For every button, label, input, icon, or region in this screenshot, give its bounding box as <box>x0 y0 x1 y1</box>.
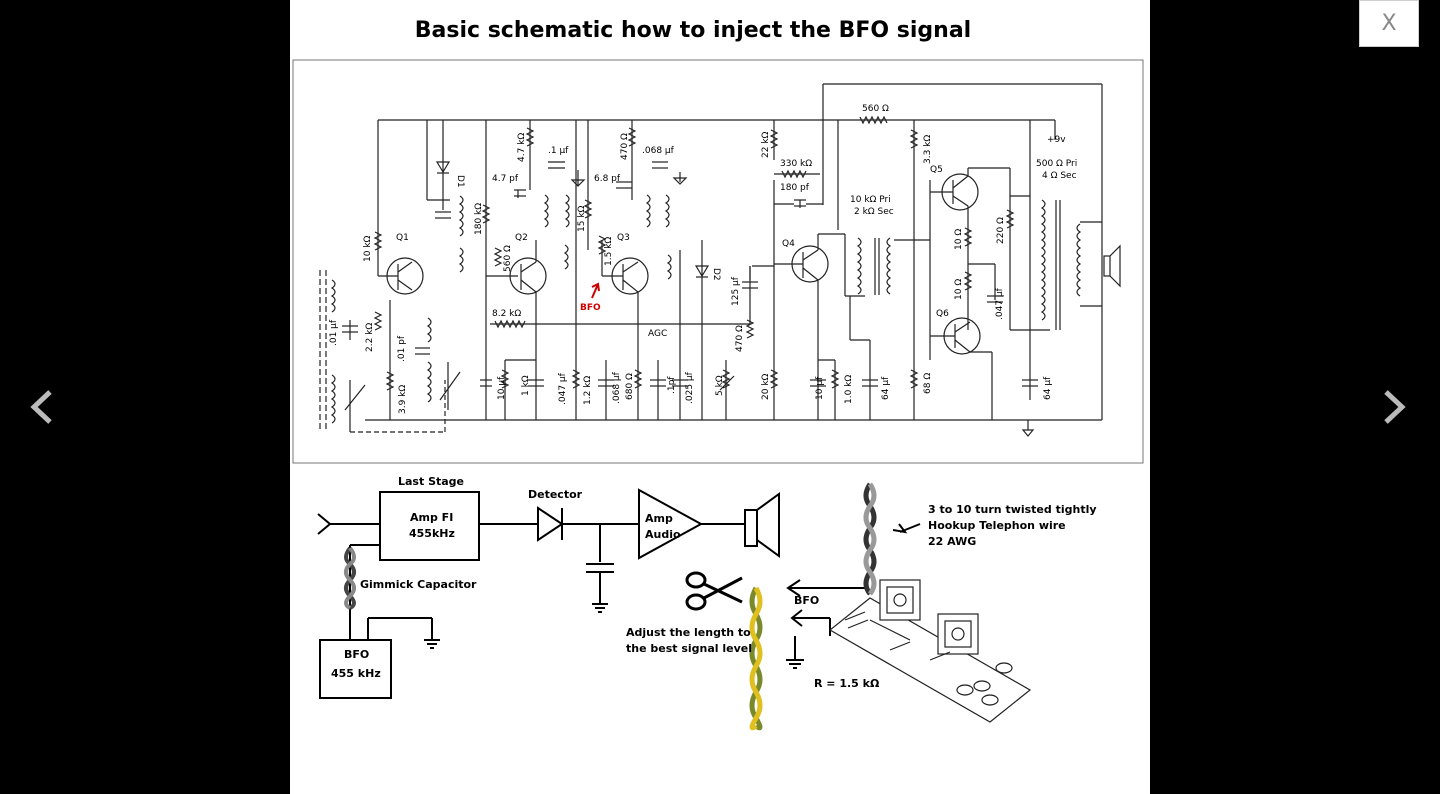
label-r-4-7k: 4.7 kΩ <box>517 133 527 162</box>
label-adjust-2: the best signal level <box>626 642 752 655</box>
schematic-wiring <box>319 83 1121 437</box>
label-c-64b: 64 μf <box>1043 376 1053 400</box>
close-button[interactable]: X <box>1359 0 1419 47</box>
label-r-5k: 5 kΩ <box>715 375 725 396</box>
label-c-64a: 64 μf <box>881 376 891 400</box>
label-q1: Q1 <box>396 233 409 243</box>
label-r-3-9k: 3.9 kΩ <box>398 385 408 414</box>
label-t1-pri: 10 kΩ Pri <box>850 195 891 205</box>
label-r-560-top: 560 Ω <box>862 104 889 114</box>
label-t1-sec: 2 kΩ Sec <box>854 207 894 217</box>
circuit-board-illustration <box>828 579 1032 723</box>
label-r-10k: 10 kΩ <box>363 235 373 262</box>
label-twist-3: 22 AWG <box>928 535 976 548</box>
label-c-4-7pf: 4.7 pf <box>492 174 519 184</box>
figure-title: Basic schematic how to inject the BFO si… <box>415 18 971 43</box>
block-labels: Last Stage Amp FI 455kHz Detector Amp Au… <box>331 475 1097 690</box>
label-r-470: 470 Ω <box>620 133 630 160</box>
label-r-330k: 330 kΩ <box>780 159 812 169</box>
label-r-15k: 15 kΩ <box>577 205 587 232</box>
label-r-220: 220 Ω <box>996 217 1006 244</box>
label-bfo-box-1: BFO <box>344 648 369 661</box>
label-c-01b: .01 pf <box>397 335 407 362</box>
label-twist-1: 3 to 10 turn twisted tightly <box>928 503 1097 516</box>
previous-image-button[interactable] <box>24 382 64 432</box>
lightbox-image: Basic schematic how to inject the BFO si… <box>290 0 1150 794</box>
label-c-068a: .068 μf <box>642 146 675 156</box>
label-q4: Q4 <box>782 239 795 249</box>
label-r-3-3k: 3.3 kΩ <box>923 135 933 164</box>
label-r-680: 680 Ω <box>625 373 635 400</box>
label-r-2-2k: 2.2 kΩ <box>365 323 375 352</box>
schematic-figure: Basic schematic how to inject the BFO si… <box>292 18 1144 731</box>
label-detector: Detector <box>528 488 583 501</box>
label-c-047: .047 μf <box>558 372 568 405</box>
label-d2: D2 <box>711 268 721 281</box>
label-bfo-arrow: BFO <box>794 594 819 607</box>
label-t2-sec: 4 Ω Sec <box>1042 171 1077 181</box>
schematic-frame <box>292 59 1144 464</box>
label-c-1pf: .1pf <box>667 376 677 394</box>
label-q5: Q5 <box>930 165 943 175</box>
label-c-068b: .068 μf <box>612 371 622 404</box>
label-c-047b: .047 μf <box>995 287 1005 320</box>
label-bfo-point: BFO <box>580 303 601 313</box>
label-r-180k: 180 kΩ <box>474 203 484 235</box>
label-supply: +9v <box>1047 135 1066 145</box>
label-r-1-5k: 1.5 kΩ <box>604 237 614 266</box>
label-r-22k: 22 kΩ <box>761 131 771 158</box>
label-q6: Q6 <box>936 309 949 319</box>
label-q3: Q3 <box>617 233 630 243</box>
next-image-button[interactable] <box>1374 382 1414 432</box>
label-amp-audio-2: Audio <box>645 528 681 541</box>
twisted-wire-bfo <box>749 482 877 731</box>
label-gimmick: Gimmick Capacitor <box>360 578 477 591</box>
label-amp-fi-2: 455kHz <box>409 527 455 540</box>
label-twist-2: Hookup Telephon wire <box>928 519 1066 532</box>
label-c-01a: .01 μf <box>329 319 339 346</box>
label-t2-pri: 500 Ω Pri <box>1036 159 1077 169</box>
block-diagram <box>317 488 921 699</box>
label-r-8-2k: 8.2 kΩ <box>492 309 521 319</box>
label-adjust-1: Adjust the length to <box>626 626 751 639</box>
label-r-68: 68 Ω <box>923 373 933 394</box>
label-r-value: R = 1.5 kΩ <box>814 677 880 690</box>
label-r-10b: 10 Ω <box>954 279 964 300</box>
label-amp-fi-1: Amp FI <box>410 511 453 524</box>
label-r-1-2k: 1.2 kΩ <box>583 376 593 405</box>
label-c-10uf-a: 10 μf <box>497 376 507 400</box>
label-c-10uf-b: 10 μf <box>815 376 825 400</box>
label-c-025: .025 μf <box>685 371 695 404</box>
label-r-1-0k: 1.0 kΩ <box>844 375 854 404</box>
label-c-125: 125 μf <box>731 276 741 306</box>
label-agc: AGC <box>648 329 667 339</box>
scissors-icon <box>685 571 743 611</box>
chevron-left-icon <box>30 390 52 424</box>
label-c-1uf: .1 μf <box>548 146 569 156</box>
bfo-injection-arrow <box>591 282 600 299</box>
label-d1: D1 <box>455 175 465 188</box>
chevron-right-icon <box>1384 390 1406 424</box>
label-last-stage: Last Stage <box>398 475 464 488</box>
label-bfo-box-2: 455 kHz <box>331 667 381 680</box>
label-amp-audio-1: Amp <box>645 512 673 525</box>
label-c-6-8pf: 6.8 pf <box>594 174 621 184</box>
label-r-1k: 1 kΩ <box>521 375 531 396</box>
schematic-labels: Q1 Q2 Q3 Q4 Q5 Q6 D1 D2 10 kΩ 2.2 kΩ .01… <box>329 104 1077 414</box>
label-r-470b: 470 Ω <box>735 325 745 352</box>
label-r-10a: 10 Ω <box>954 229 964 250</box>
twisted-wire-gimmick <box>344 546 356 610</box>
label-r-560: 560 Ω <box>503 245 513 272</box>
label-c-180pf: 180 pf <box>780 183 810 193</box>
label-q2: Q2 <box>515 233 528 243</box>
label-r-20k: 20 kΩ <box>761 373 771 400</box>
